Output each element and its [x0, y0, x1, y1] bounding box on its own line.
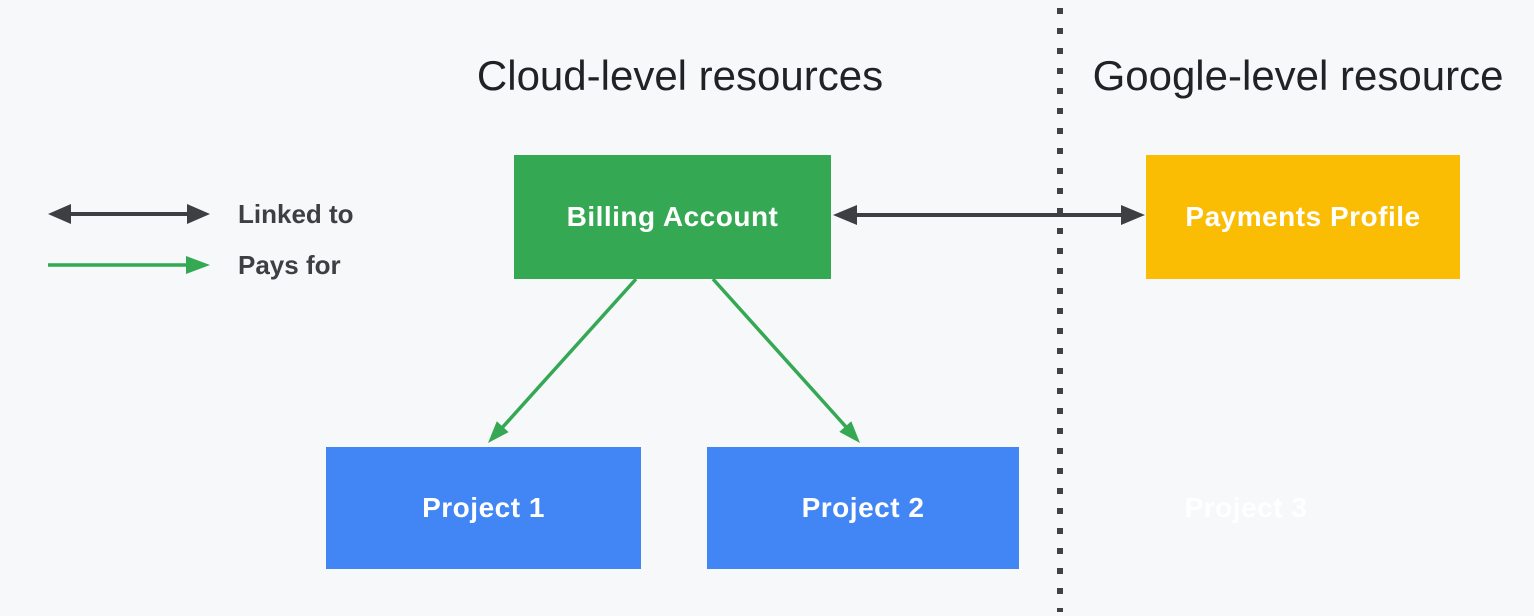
edge-linked-to	[833, 205, 1145, 225]
edge-pays-for-project-1	[488, 277, 638, 443]
node-project-2: Project 2	[707, 447, 1019, 569]
section-divider-dotted-line	[1057, 8, 1063, 612]
node-project-2-label: Project 2	[801, 492, 925, 523]
legend: Linked to Pays for	[48, 193, 354, 286]
single-arrow-icon	[48, 256, 210, 274]
legend-item-linked-to: Linked to	[48, 193, 354, 235]
node-project-1: Project 1	[326, 447, 641, 569]
legend-label-linked-to: Linked to	[238, 198, 354, 229]
legend-label-pays-for: Pays for	[238, 249, 341, 280]
google-section-title: Google-level resource	[1092, 52, 1504, 99]
cloud-section-title: Cloud-level resources	[476, 52, 884, 99]
node-billing-account: Billing Account	[514, 155, 831, 279]
node-project-3: Project 3	[1146, 447, 1346, 569]
legend-item-pays-for: Pays for	[48, 244, 354, 286]
node-payments-profile-label: Payments Profile	[1185, 201, 1421, 232]
node-billing-account-label: Billing Account	[566, 201, 779, 232]
node-project-1-label: Project 1	[422, 492, 545, 523]
double-arrow-icon	[48, 204, 210, 224]
node-project-3-label: Project 3	[1184, 492, 1308, 523]
edge-pays-for-project-2	[711, 277, 860, 443]
node-payments-profile: Payments Profile	[1146, 155, 1460, 279]
